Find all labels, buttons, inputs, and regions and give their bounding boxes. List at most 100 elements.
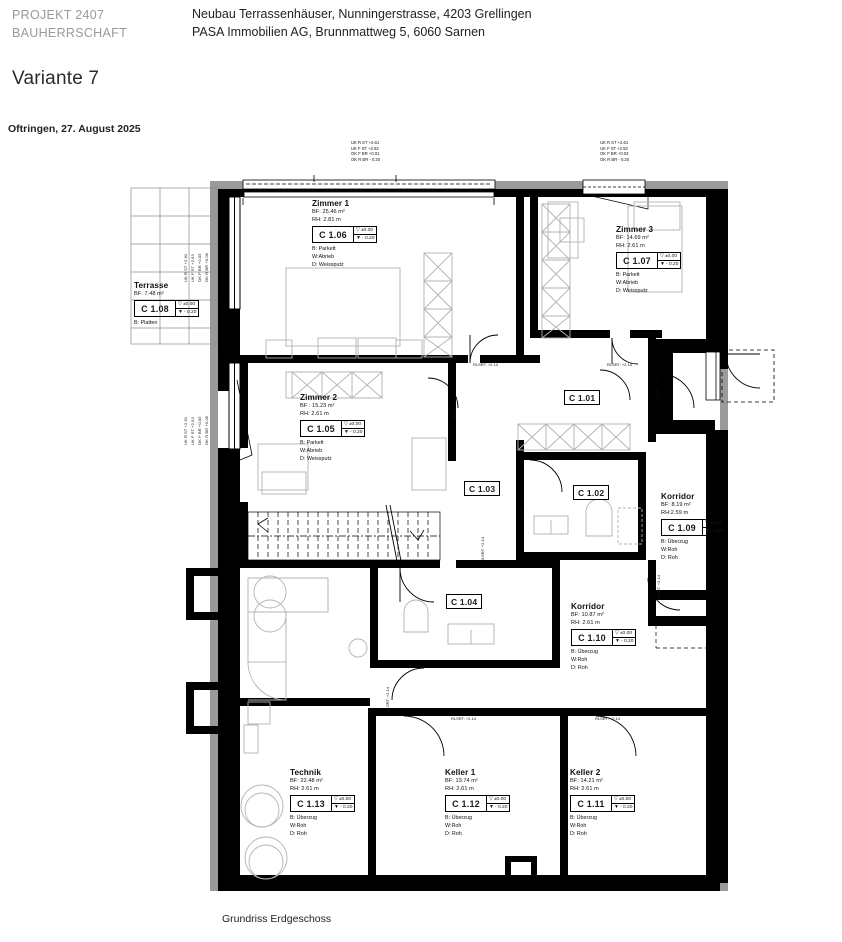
window-annotation-left-upper-4: OK R BR +0.06: [204, 253, 209, 282]
door-annotation-keller2: RLSRT: +2.14: [595, 716, 620, 721]
level-top: ▽±0.00: [613, 630, 636, 639]
finish-wall: W:Roh: [571, 657, 588, 664]
room-block-korridor-110: Korridor BF: 10.87 m² RH: 2.61 m C 1.10 …: [571, 602, 637, 672]
room-levels: ▽±0.00 ▼- 0.20: [612, 795, 636, 813]
room-name: Terrasse: [134, 281, 169, 290]
room-area: BF: 14.21 m²: [570, 778, 603, 784]
plan-caption: Grundriss Erdgeschoss: [222, 913, 332, 925]
finish-wall: W:Roh: [661, 547, 678, 554]
level-bottom: ▼- 0.20: [614, 804, 633, 811]
door-annotation-zimmer2: RLSRT: +2.14: [452, 395, 457, 420]
room-code-tag-c104: C 1.04: [446, 594, 483, 609]
room-code-tag-c103: C 1.03: [464, 481, 501, 496]
window-annotation-left-upper-2: UK F ST +2.53: [190, 254, 195, 282]
level-triangle-icon: ▽: [489, 796, 493, 803]
finish-floor: B: Platten: [134, 320, 158, 327]
room-height: RH: 2.61 m: [616, 243, 645, 249]
room-code: C 1.05: [300, 420, 342, 438]
room-name: Zimmer 2: [300, 393, 338, 402]
room-tag: C 1.13 ▽±0.00 ▼- 0.20: [290, 795, 356, 813]
room-levels: ▽+0.02 ▼- 0.20: [703, 519, 727, 537]
finish-floor: B: Überzug: [445, 815, 472, 822]
door-annotation-entrance: RLSRT: +2.17: [655, 375, 660, 400]
room-area: BF: 14.69 m²: [616, 235, 649, 241]
client-label: BAUHERRSCHAFT: [12, 26, 128, 40]
level-triangle-icon: ▽: [660, 253, 664, 260]
door-annotation-zimmer3: RLSRT: +2.14: [607, 362, 632, 367]
room-block-technik: Technik BF: 22.48 m² RH: 2.61 m C 1.13 ▽…: [290, 768, 356, 838]
finish-floor: B: Überzug: [290, 815, 317, 822]
plan-geometry: [130, 175, 775, 891]
level-triangle-icon: ▽: [615, 630, 619, 637]
room-name: Keller 2: [570, 768, 601, 777]
top-window-swing: [582, 193, 649, 210]
variant-title: Variante 7: [12, 68, 100, 89]
finish-floor: B: Überzug: [571, 649, 598, 656]
room-code: C 1.09: [661, 519, 703, 537]
level-triangle-icon: ▽: [614, 796, 618, 803]
project-value: Neubau Terrassenhäuser, Nunningerstrasse…: [192, 7, 532, 21]
level-triangle-filled-icon: ▼: [356, 235, 361, 242]
room-height: RH: 2.61 m: [571, 620, 600, 626]
finish-floor: B: Parkett: [312, 246, 336, 253]
room-tag: C 1.05 ▽±0.00 ▼- 0.20: [300, 420, 366, 438]
window-annotation-left-upper-3: OK F BR +0.05: [197, 253, 202, 282]
level-top: ▽+0.02: [703, 520, 726, 529]
staircase: [247, 504, 441, 567]
room-area: BF : 15.23 m²: [300, 403, 335, 409]
finish-wall: W:Roh: [290, 823, 307, 830]
room-levels: ▽±0.00 ▼- 0.20: [176, 300, 200, 318]
room-name: Korridor: [661, 492, 695, 501]
room-code: C 1.08: [134, 300, 176, 318]
level-bottom: ▼- 0.20: [489, 804, 508, 811]
annotation-line: OK R BR - 0.20: [600, 156, 630, 162]
level-triangle-filled-icon: ▼: [660, 261, 665, 268]
finish-floor: B: Parkett: [300, 440, 324, 447]
room-levels: ▽±0.00 ▼- 0.20: [658, 252, 682, 270]
room-block-korridor-109: Korridor BF: 8.19 m² RH:2.59 m C 1.09 ▽+…: [661, 492, 727, 562]
window-annotation-left-upper-1: UK R ST +2.61: [183, 253, 188, 282]
room-tag: C 1.11 ▽±0.00 ▼- 0.20: [570, 795, 636, 813]
room-area: BF: 22.48 m²: [290, 778, 323, 784]
room-levels: ▽±0.00 ▼- 0.20: [487, 795, 511, 813]
room-height: RH: 2.61 m: [570, 786, 599, 792]
door-annotation-c102: RLSRT: +2.14: [519, 495, 524, 520]
window-annotation-top-left: UK R ST +2.61 UK F ST +2.52 OK F BR +0.0…: [351, 140, 380, 162]
annotation-line: OK F BR +0.01: [351, 151, 380, 157]
room-levels: ▽±0.00 ▼- 0.20: [332, 795, 356, 813]
window-annotation-top-right: UK R ST +2.61 UK F ST +2.53 OK F BR +0.0…: [600, 140, 629, 162]
document-header: PROJEKT 2407 BAUHERRSCHAFT Neubau Terras…: [0, 0, 842, 150]
client-value: PASA Immobilien AG, Brunnmattweg 5, 6060…: [192, 25, 485, 39]
finish-wall: W:Abrieb: [616, 280, 639, 287]
window-annotation-left-lower-3: OK F BR +0.05: [197, 416, 202, 445]
window-annotation-left-lower-1: UK R ST +2.61: [183, 416, 188, 445]
finish-wall: W:Abrieb: [300, 448, 323, 455]
room-levels: ▽±0.00 ▼- 0.20: [354, 226, 378, 244]
finish-ceiling: D: Weissputz: [616, 288, 648, 295]
door-annotation-keller1: RLSRT: +2.14: [451, 716, 476, 721]
finish-ceiling: D: Weissputz: [312, 262, 344, 269]
window-glazing-top: [242, 179, 646, 198]
room-levels: ▽±0.00 ▼- 0.20: [342, 420, 366, 438]
level-triangle-filled-icon: ▼: [615, 638, 620, 645]
level-top: ▽±0.00: [354, 227, 377, 236]
finish-ceiling: D: Roh: [570, 831, 587, 838]
room-name: Zimmer 1: [312, 199, 350, 208]
room-area: BF: 10.87 m²: [571, 612, 604, 618]
room-code-tag-c102: C 1.02: [573, 485, 610, 500]
room-block-zimmer-2: Zimmer 2 BF : 15.23 m² RH: 2.61 m C 1.05…: [300, 393, 366, 463]
wardrobe-group-a: [423, 252, 453, 358]
wardrobe-group-c: [517, 423, 631, 451]
level-top: ▽±0.00: [612, 796, 635, 805]
level-triangle-icon: ▽: [178, 301, 182, 308]
room-code: C 1.07: [616, 252, 658, 270]
window-annotation-left-lower-2: UK F ST +2.53: [190, 417, 195, 445]
annotation-line: OK R BR - 0.20: [351, 156, 381, 162]
annotation-line: UK F ST +2.53: [600, 145, 628, 151]
annotation-line: UK F ST +2.52: [351, 145, 379, 151]
finish-wall: W:Roh: [445, 823, 462, 830]
room-code: C 1.11: [570, 795, 612, 813]
room-code: C 1.10: [571, 629, 613, 647]
